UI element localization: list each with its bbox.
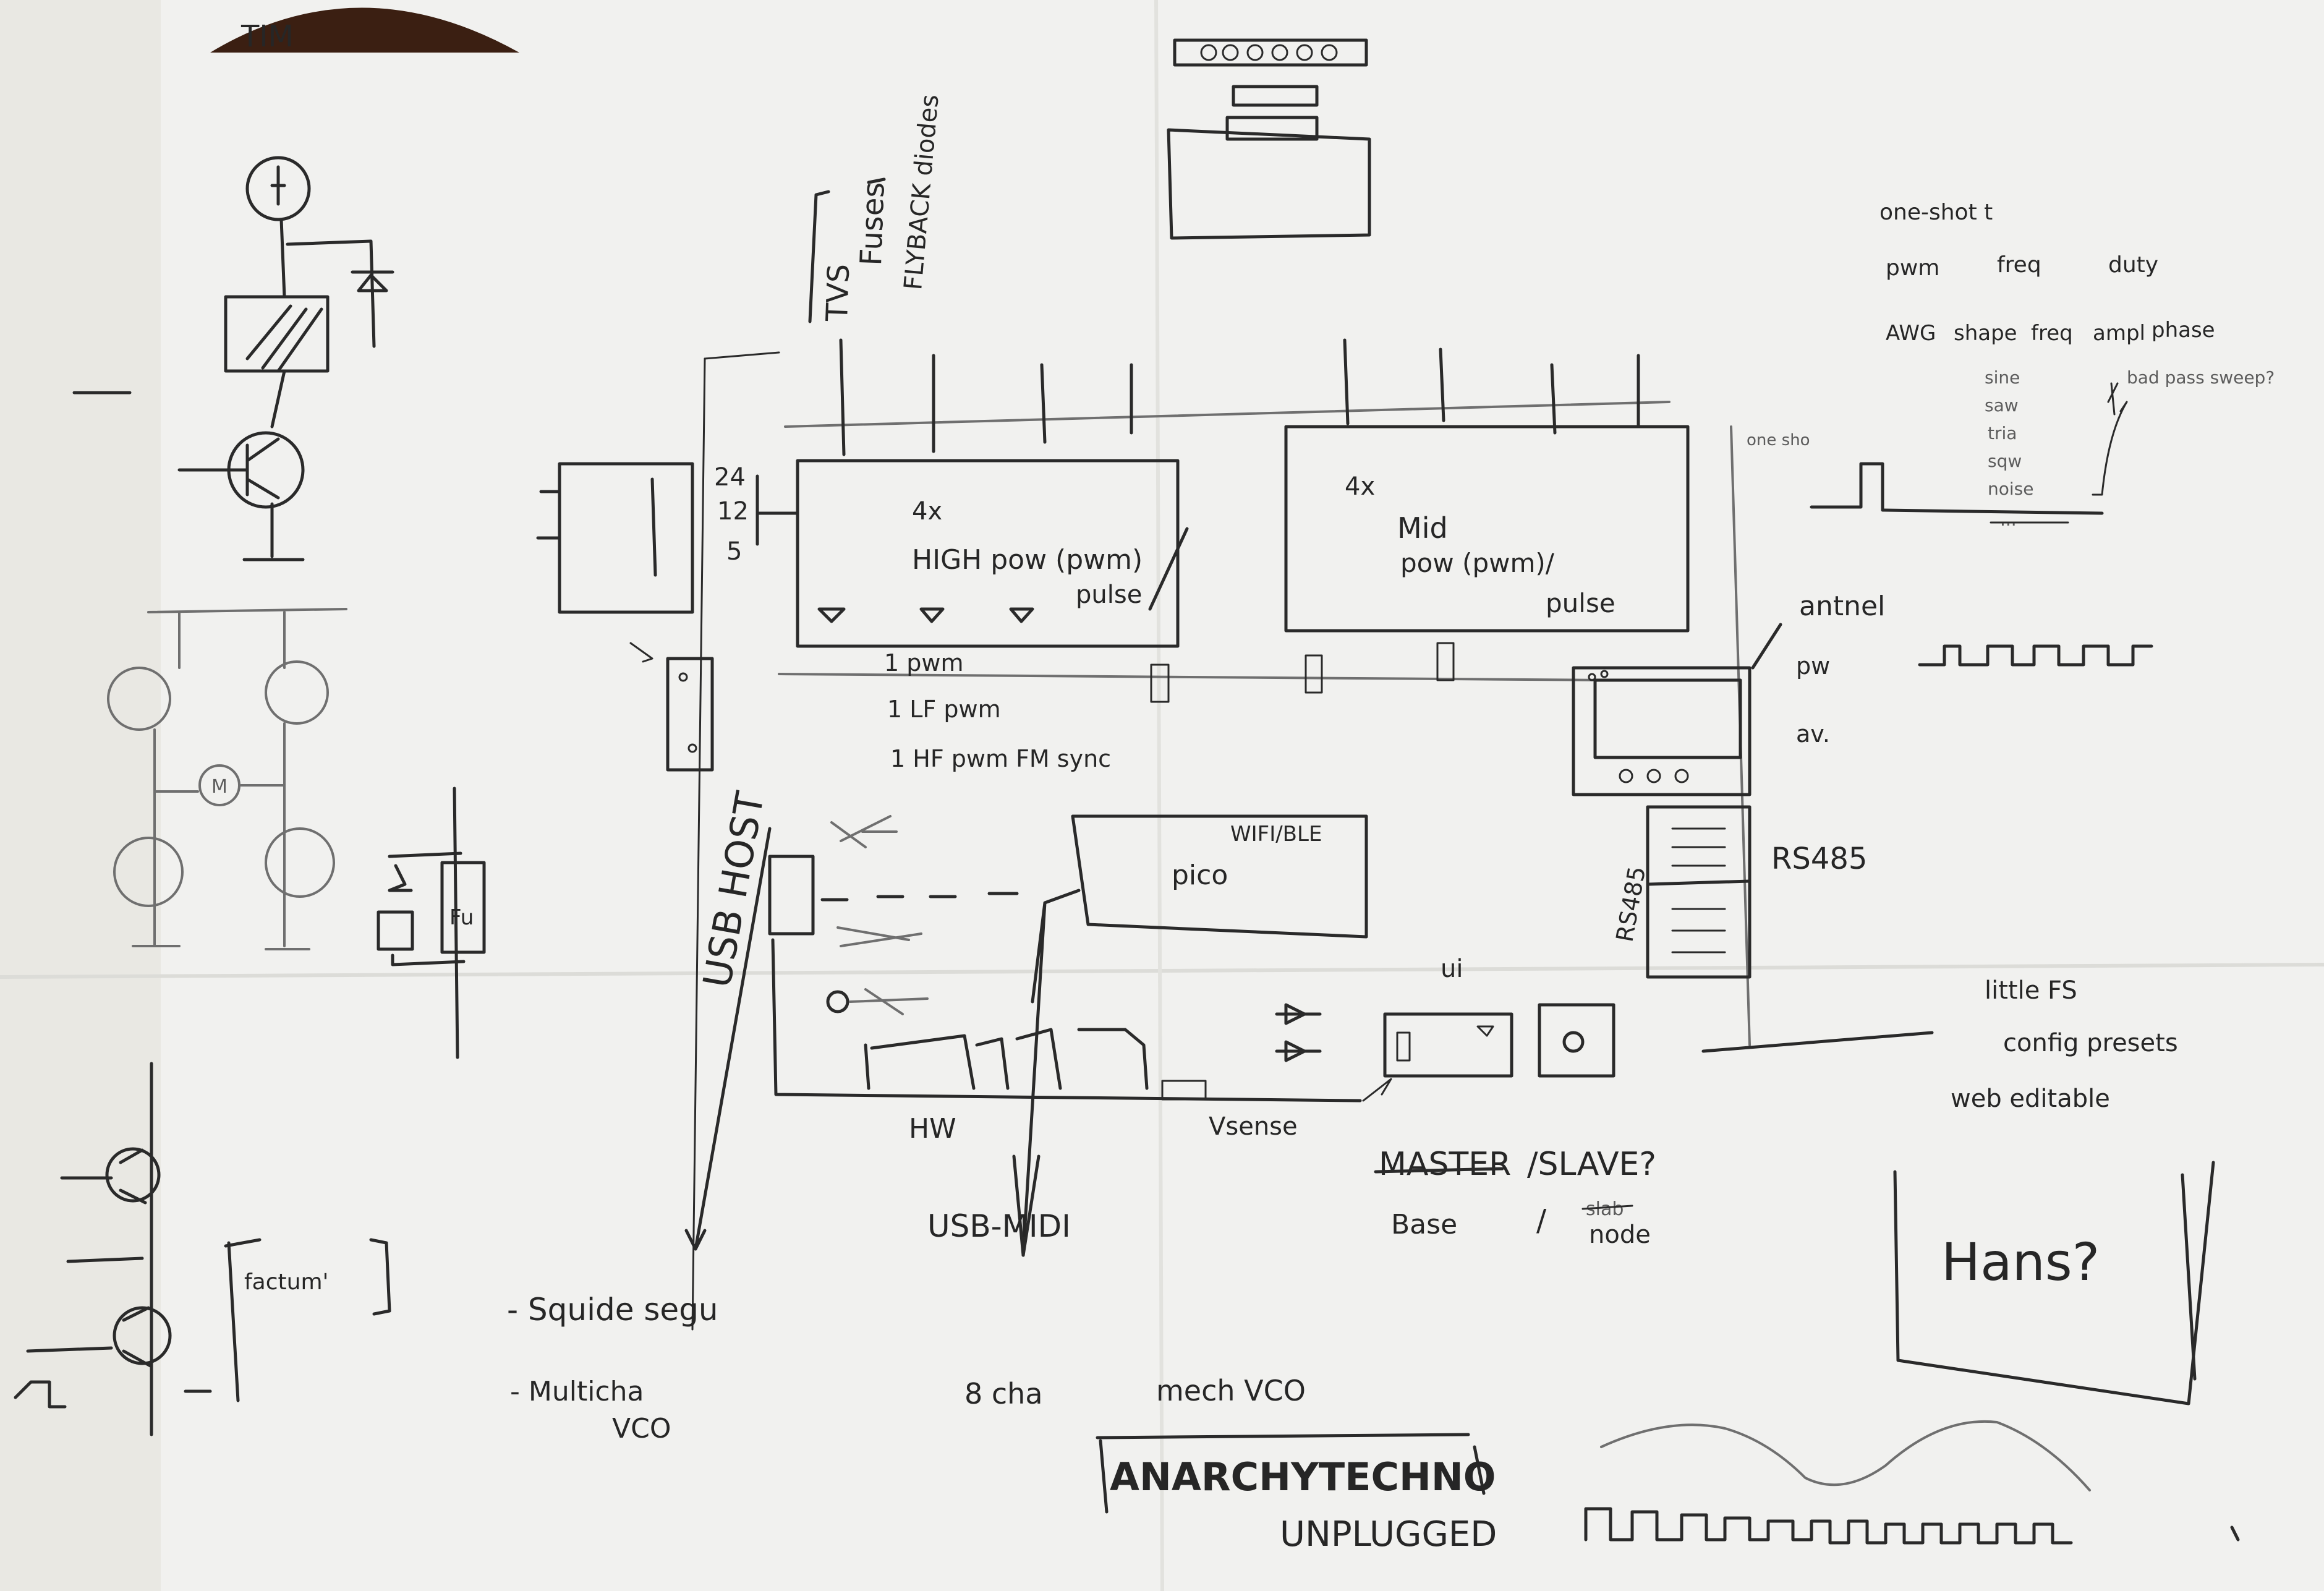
hans-box: Hans?: [1893, 1161, 2215, 1405]
note-squide: - Squide segu: [507, 1292, 718, 1328]
ui-label: ui: [1441, 955, 1463, 983]
oneshot-small-label: one sho: [1747, 431, 1810, 450]
config-presets-label: config presets: [2003, 1029, 2178, 1057]
mid-power-pulse: pulse: [1546, 588, 1615, 618]
unplugged-label: UNPLUGGED: [1280, 1514, 1497, 1555]
bracket-text: factum': [244, 1269, 328, 1295]
crossed-components: [826, 815, 929, 1015]
bottom-title: 8 cha mech VCO ANARCHYTECHNO UNPLUGGED: [964, 1374, 2091, 1555]
oneshot-label: one-shot t: [1879, 200, 1993, 225]
modes-panel: one-shot t pwm freq duty AWG shape freq …: [1747, 200, 2275, 530]
pwm-bus: 1 pwm 1 LF pwm 1 HF pwm FM sync: [778, 642, 1609, 772]
hw-label: HW: [909, 1113, 956, 1145]
pico-label: pico: [1172, 859, 1228, 891]
relay-driver-sketch: [72, 156, 394, 561]
mid-power-block: 4x Mid pow (pwm)/ pulse: [1284, 338, 1690, 633]
fuse-label: Fu: [449, 905, 474, 930]
scope-display: antnel pw av.: [1572, 591, 2153, 796]
notes: - Squide segu - Multicha VCO: [507, 1292, 718, 1444]
mid-power-sub: pow (pwm)/: [1400, 548, 1555, 578]
rail-24v: 24: [714, 463, 746, 492]
transistor-stack-sketch: factum': [14, 1062, 391, 1436]
ui-panel: ui: [1275, 955, 1615, 1078]
awg-ampl-label: ampl: [2093, 321, 2145, 346]
slave-label: /SLAVE?: [1527, 1146, 1656, 1183]
rail-5v: 5: [726, 537, 742, 566]
awg-phase-label: phase: [2152, 318, 2215, 343]
shape-tria: tria: [1988, 423, 2017, 443]
stray-mark: [2230, 1525, 2240, 1542]
rs485-label: RS485: [1771, 842, 1867, 876]
pwm-freq-label: freq: [1997, 252, 2041, 278]
node-label: node: [1589, 1221, 1651, 1249]
scope-pw-label: pw: [1796, 652, 1830, 680]
high-power-title: HIGH pow (pwm): [912, 544, 1143, 576]
wireless-label: WIFI/BLE: [1230, 822, 1322, 847]
hf-pwm-label: 1 HF pwm FM sync: [890, 745, 1111, 772]
master-struck: MASTER: [1379, 1146, 1511, 1183]
shape-saw: saw: [1985, 395, 2019, 416]
stamp-logo: TIM: [210, 7, 519, 54]
note-multichannel: - Multicha: [510, 1376, 644, 1407]
anarchytechno-title: ANARCHYTECHNO: [1110, 1454, 1496, 1499]
vsense-label: Vsense: [1209, 1112, 1298, 1141]
mid-power-title: Mid: [1397, 511, 1448, 545]
h-bridge-sketch: M: [107, 608, 347, 950]
paper-fold-vertical: [1154, 0, 1164, 1591]
mid-power-count: 4x: [1345, 472, 1375, 501]
shape-sine: sine: [1985, 367, 2020, 388]
svg-text:M: M: [211, 776, 228, 798]
paper-fold-horizontal: [0, 963, 2324, 979]
tvs-label: TVS: [820, 263, 856, 323]
rail-12v: 12: [717, 497, 749, 526]
antenna-label: antnel: [1799, 591, 1885, 622]
pwm-duty-label: duty: [2108, 252, 2158, 278]
base-label: Base: [1391, 1209, 1457, 1240]
awg-shape-label: shape: [1954, 321, 2017, 346]
paper-shade: [0, 0, 161, 1591]
stamp-text: TIM: [240, 19, 294, 54]
mech-vco-label: mech VCO: [1156, 1374, 1306, 1407]
lf-pwm-label: 1 LF pwm: [887, 696, 1001, 723]
pwm-mode-label: pwm: [1886, 255, 1939, 281]
role-labels: MASTER /SLAVE? Base / slab node: [1374, 1146, 1656, 1249]
pico-module: WIFI/BLE pico USB-MIDI: [768, 814, 1368, 1257]
hans-label: Hans?: [1941, 1232, 2100, 1292]
eight-channel-label: 8 cha: [964, 1377, 1043, 1410]
awg-label: AWG: [1886, 321, 1936, 346]
fuses-label: Fuses: [854, 182, 892, 267]
pwm-label: 1 pwm: [884, 649, 963, 676]
psu-module: 24 12 5: [536, 462, 799, 614]
hw-bar-graph: HW Vsense: [771, 938, 1392, 1145]
fs-notes: little FS config presets web editable: [1701, 976, 2178, 1113]
shape-sqw: sqw: [1988, 451, 2022, 471]
role-slash: /: [1536, 1203, 1547, 1238]
web-editable-label: web editable: [1951, 1085, 2110, 1113]
high-power-count: 4x: [912, 497, 942, 526]
connector-sketch: [1167, 38, 1371, 240]
high-power-block: 4x HIGH pow (pwm) pulse: [796, 338, 1189, 648]
fuse-diode-sketch: Fu: [377, 787, 486, 1059]
bandpass-label: bad pass sweep?: [2127, 367, 2275, 388]
shape-noise: noise: [1988, 479, 2033, 499]
usb-midi-label: USB-MIDI: [927, 1208, 1071, 1244]
high-power-pulse: pulse: [1076, 581, 1142, 609]
little-fs-label: little FS: [1985, 976, 2077, 1005]
awg-freq-label: freq: [2031, 321, 2073, 346]
scope-av-label: av.: [1796, 720, 1830, 748]
note-vco: VCO: [612, 1413, 671, 1444]
